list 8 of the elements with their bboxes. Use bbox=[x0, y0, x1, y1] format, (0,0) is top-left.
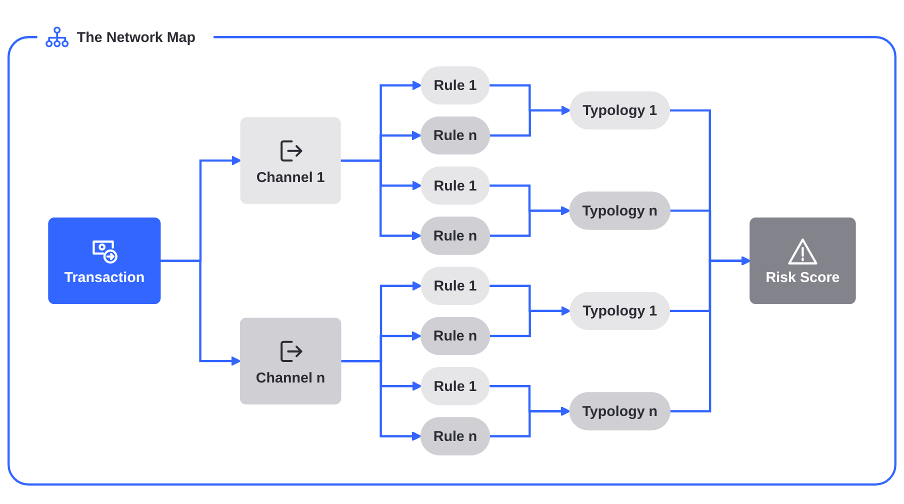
arrow bbox=[489, 106, 571, 137]
arrow bbox=[489, 406, 570, 438]
arrow bbox=[489, 206, 570, 237]
arrow bbox=[160, 260, 241, 366]
arrow bbox=[489, 306, 571, 338]
arrow bbox=[340, 360, 422, 442]
arrow bbox=[670, 256, 751, 412]
arrow bbox=[340, 159, 422, 241]
